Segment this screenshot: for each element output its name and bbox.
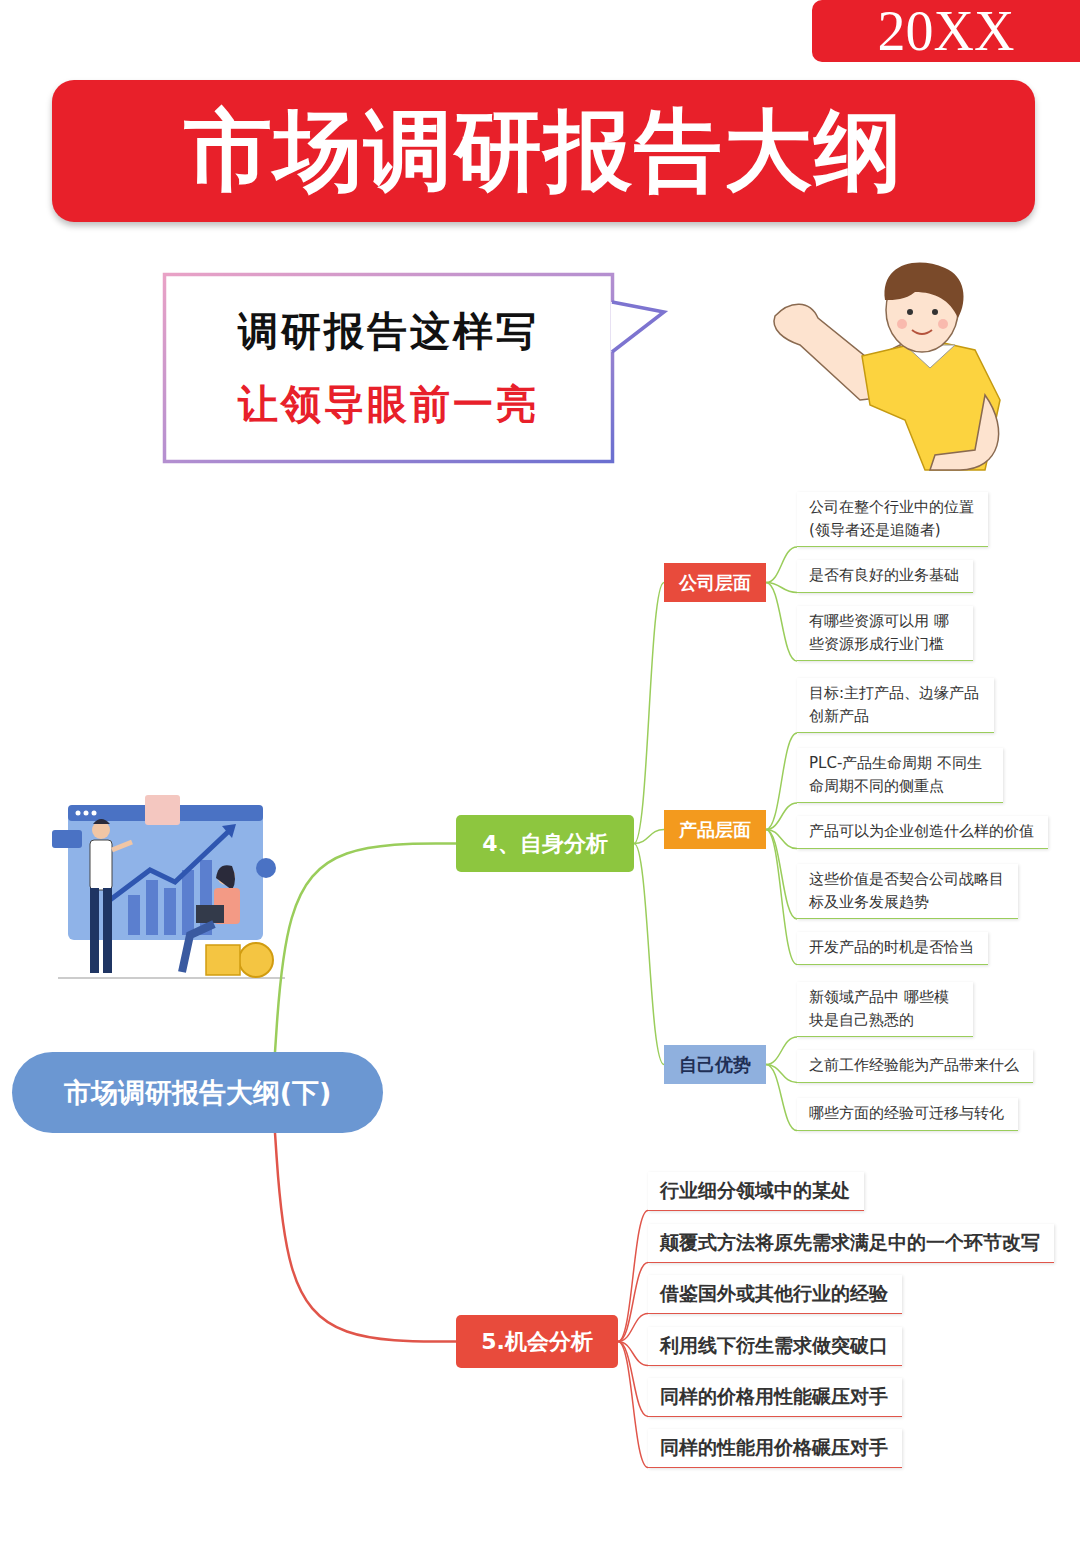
branch-connector [634, 583, 664, 844]
leaf-topic: 哪些方面的经验可迁移与转化 [797, 1098, 1018, 1131]
branch-connector [766, 547, 797, 583]
branch-connector [766, 733, 797, 830]
leaf-label: 颠覆式方法将原先需求满足中的一个环节改写 [660, 1228, 1044, 1257]
leaf-topic: 同样的性能用价格碾压对手 [648, 1429, 902, 1468]
branch-connector [766, 583, 797, 662]
leaf-label: 借鉴国外或其他行业的经验 [660, 1279, 892, 1308]
branch-connector [275, 1133, 456, 1342]
leaf-topic: 产品可以为企业创造什么样的价值 [797, 816, 1048, 849]
branch-topic: 5.机会分析 [456, 1315, 618, 1368]
topic-label: 产品层面 [679, 818, 751, 842]
topic-label: 公司层面 [679, 571, 751, 595]
branch-connector [766, 830, 797, 965]
leaf-label: 之前工作经验能为产品带来什么 [809, 1054, 1023, 1077]
leaf-topic: 公司在整个行业中的位置 (领导者还是追随者) [797, 492, 988, 547]
leaf-label: 是否有良好的业务基础 [809, 564, 963, 587]
leaf-topic: 颠覆式方法将原先需求满足中的一个环节改写 [648, 1224, 1054, 1263]
leaf-label: 哪些方面的经验可迁移与转化 [809, 1102, 1008, 1125]
leaf-topic: 借鉴国外或其他行业的经验 [648, 1275, 902, 1314]
leaf-label: 利用线下衍生需求做突破口 [660, 1331, 892, 1360]
year-tab: 20XX [812, 0, 1080, 62]
branch-topic: 4、自身分析 [456, 815, 634, 872]
leaf-topic: 新领域产品中 哪些模块是自己熟悉的 [797, 982, 973, 1037]
leaf-topic: 开发产品的时机是否恰当 [797, 932, 988, 965]
leaf-label: 同样的价格用性能碾压对手 [660, 1382, 892, 1411]
leaf-topic: PLC-产品生命周期 不同生命周期不同的侧重点 [797, 748, 1003, 803]
branch-connector [618, 1342, 648, 1468]
cartoon-man [774, 263, 1000, 470]
leaf-label: 行业细分领域中的某处 [660, 1176, 854, 1205]
leaf-topic: 这些价值是否契合公司战略目 标及业务发展趋势 [797, 864, 1018, 919]
root-topic: 市场调研报告大纲(下) [12, 1052, 383, 1133]
leaf-topic: 行业细分领域中的某处 [648, 1172, 864, 1211]
branch-connector [766, 1065, 797, 1131]
leaf-label: 目标:主打产品、边缘产品 创新产品 [809, 682, 984, 727]
topic-label: 调研报告这样写 [238, 304, 539, 359]
leaf-label: 同样的性能用价格碾压对手 [660, 1433, 892, 1462]
branch-connector [766, 583, 797, 593]
chart-illustration [52, 795, 285, 978]
category-topic: 公司层面 [664, 563, 766, 602]
branch-connector [766, 1037, 797, 1065]
leaf-label: 新领域产品中 哪些模块是自己熟悉的 [809, 986, 963, 1031]
topic-label: 市场调研报告大纲(下) [64, 1075, 332, 1111]
branch-connector [618, 1211, 648, 1342]
leaf-label: 这些价值是否契合公司战略目 标及业务发展趋势 [809, 868, 1008, 913]
category-topic: 产品层面 [664, 810, 766, 849]
topic-label: 自己优势 [679, 1053, 751, 1077]
topic-label: 4、自身分析 [482, 829, 607, 859]
leaf-topic: 同样的价格用性能碾压对手 [648, 1378, 902, 1417]
leaf-label: PLC-产品生命周期 不同生命周期不同的侧重点 [809, 752, 993, 797]
speech-box: 调研报告这样写让领导眼前一亮 [165, 275, 611, 460]
leaf-topic: 之前工作经验能为产品带来什么 [797, 1050, 1033, 1083]
leaf-label: 公司在整个行业中的位置 (领导者还是追随者) [809, 496, 978, 541]
leaf-topic: 有哪些资源可以用 哪些资源形成行业门槛 [797, 606, 973, 661]
branch-connector [275, 844, 456, 1053]
speech-bubble [165, 275, 665, 462]
category-topic: 自己优势 [664, 1045, 766, 1084]
leaf-label: 产品可以为企业创造什么样的价值 [809, 820, 1038, 843]
title-text: 市场调研报告大纲 [184, 92, 904, 211]
leaf-label: 有哪些资源可以用 哪些资源形成行业门槛 [809, 610, 963, 655]
title-banner: 市场调研报告大纲 [52, 80, 1035, 222]
branch-connector [618, 1263, 648, 1342]
branch-connector [618, 1314, 648, 1342]
branch-connector [766, 803, 797, 830]
topic-label: 5.机会分析 [481, 1327, 593, 1357]
branch-connector [634, 830, 664, 844]
topic-label: 20XX [878, 0, 1015, 63]
leaf-topic: 是否有良好的业务基础 [797, 560, 973, 593]
branch-connector [766, 830, 797, 920]
leaf-label: 开发产品的时机是否恰当 [809, 936, 978, 959]
branch-connector [634, 844, 664, 1065]
leaf-topic: 利用线下衍生需求做突破口 [648, 1327, 902, 1366]
leaf-topic: 目标:主打产品、边缘产品 创新产品 [797, 678, 994, 733]
topic-label: 让领导眼前一亮 [238, 377, 539, 432]
